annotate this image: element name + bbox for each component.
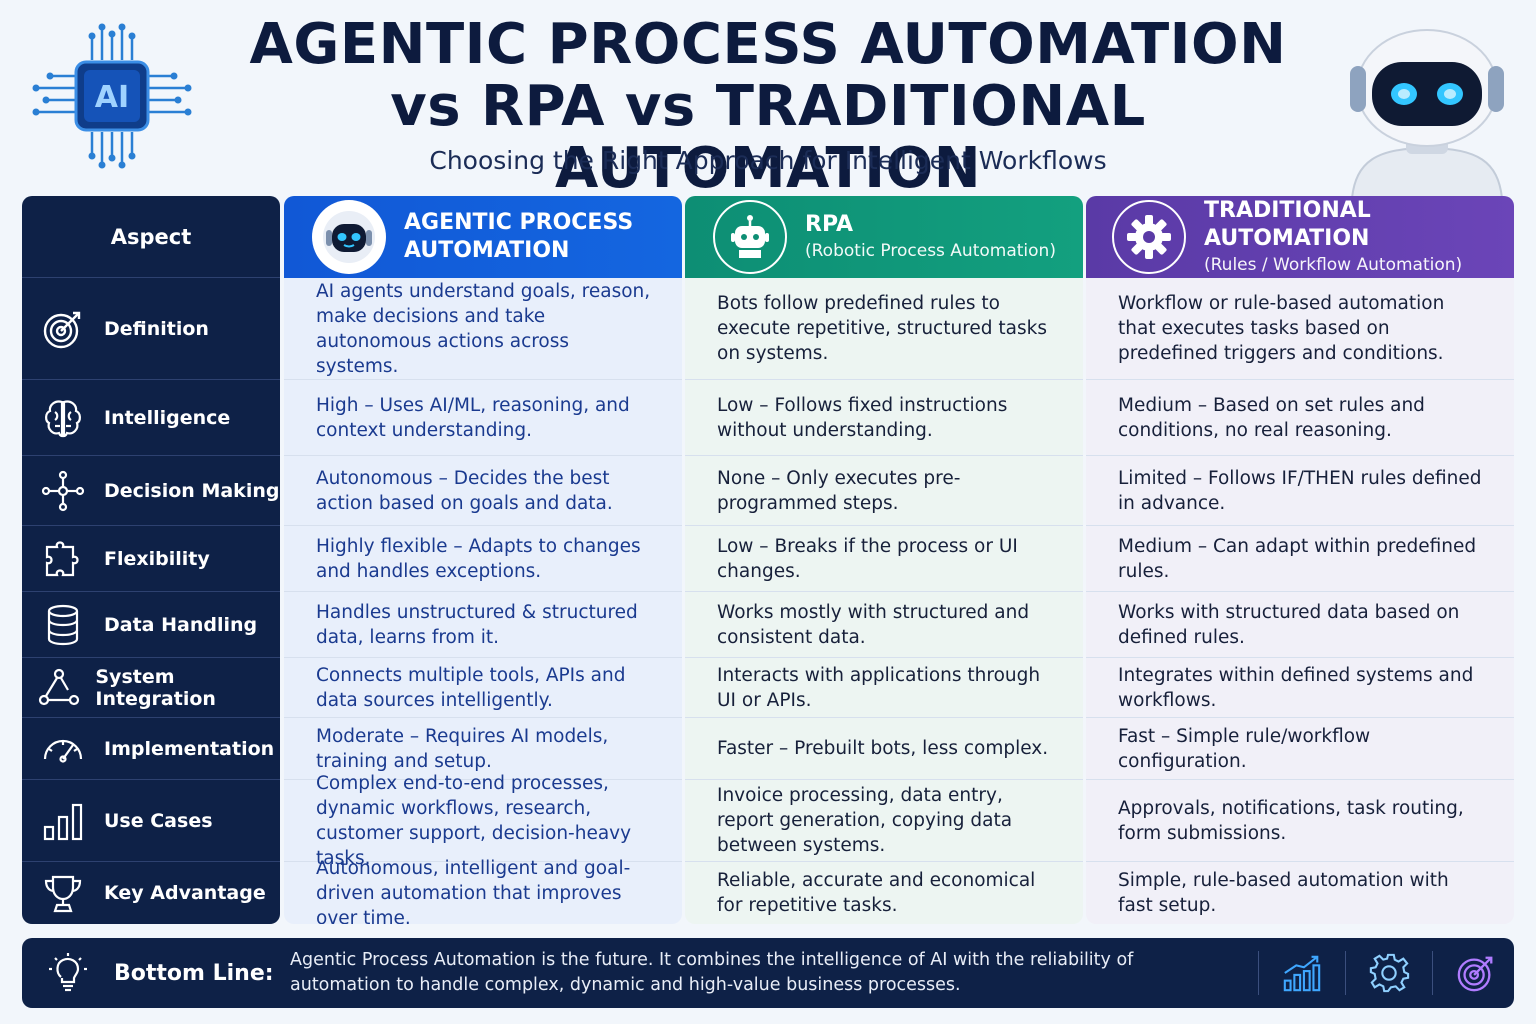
cell-rpa-definition: Bots follow predefined rules to execute … <box>685 278 1083 380</box>
database-icon <box>47 604 79 645</box>
cell-agentic-system-integration: Connects multiple tools, APIs and data s… <box>284 658 682 718</box>
cell-agentic-decision-making: Autonomous – Decides the best action bas… <box>284 456 682 526</box>
aspect-label: Use Cases <box>104 809 213 832</box>
title-line-2: vs RPA vs TRADITIONAL AUTOMATION <box>390 74 1146 201</box>
cell-traditional-decision-making: Limited – Follows IF/THEN rules defined … <box>1086 456 1514 526</box>
aspect-row-system-integration: System Integration <box>22 658 280 718</box>
traditional-title-2: (Rules / Workflow Automation) <box>1204 255 1463 275</box>
aspect-label: Implementation <box>104 737 275 760</box>
agentic-header: AGENTIC PROCESS AUTOMATION <box>284 196 682 278</box>
traditional-title-1: TRADITIONAL AUTOMATION <box>1204 198 1371 251</box>
aspect-label: System Integration <box>95 665 216 710</box>
page-title: AGENTIC PROCESS AUTOMATION vs RPA vs TRA… <box>240 14 1296 200</box>
bottom-line-banner: Bottom Line: Agentic Process Automation … <box>22 938 1514 1008</box>
aspect-label: Key Advantage <box>104 882 266 904</box>
aspect-row-key-advantage: Key Advantage <box>22 862 280 924</box>
cell-traditional-data-handling: Works with structured data based on defi… <box>1086 592 1514 658</box>
aspect-label: Definition <box>104 317 209 340</box>
aspect-label: Intelligence <box>104 406 231 429</box>
cell-agentic-data-handling: Handles unstructured & structured data, … <box>284 592 682 658</box>
robot-icon <box>323 211 375 263</box>
cell-traditional-system-integration: Integrates within defined systems and wo… <box>1086 658 1514 718</box>
cell-agentic-intelligence: High – Uses AI/ML, reasoning, and contex… <box>284 380 682 456</box>
aspect-row-use-cases: Use Cases <box>22 780 280 862</box>
cell-agentic-use-cases: Complex end-to-end processes, dynamic wo… <box>284 773 682 869</box>
growth-chart-icon <box>1283 955 1321 992</box>
lightbulb-icon <box>49 953 87 992</box>
aspect-row-implementation: Implementation <box>22 718 280 780</box>
rpa-title-1: RPA <box>805 212 854 237</box>
settings-gear-icon <box>1369 953 1410 993</box>
aspect-column: Aspect Definition Intelligence Decision … <box>22 196 280 924</box>
traditional-column: TRADITIONAL AUTOMATION (Rules / Workflow… <box>1086 196 1514 924</box>
bot-icon <box>731 215 769 258</box>
cell-agentic-definition: AI agents understand goals, reason, make… <box>284 278 682 380</box>
cell-rpa-intelligence: Low – Follows fixed instructions without… <box>685 380 1083 456</box>
goal-target-icon <box>1457 956 1493 992</box>
rpa-column: RPA (Robotic Process Automation) Bots fo… <box>685 196 1083 924</box>
cell-traditional-key-advantage: Simple, rule-based automation with fast … <box>1118 870 1449 916</box>
agentic-title-2: AUTOMATION <box>404 238 570 263</box>
aspect-row-flexibility: Flexibility <box>22 526 280 592</box>
cell-traditional-use-cases: Approvals, notifications, task routing, … <box>1086 780 1514 862</box>
bottom-line-label: Bottom Line: <box>114 960 274 986</box>
gauge-icon <box>43 739 83 763</box>
aspect-row-decision-making: Decision Making <box>22 456 280 526</box>
aspect-label: Decision Making <box>104 479 280 502</box>
aspect-label: Data Handling <box>104 613 258 636</box>
decision-nodes-icon <box>41 470 85 511</box>
rpa-title-2: (Robotic Process Automation) <box>805 241 1056 261</box>
cell-traditional-definition: Workflow or rule-based automation that e… <box>1086 278 1514 380</box>
bottom-line-text: Agentic Process Automation is the future… <box>290 950 1134 995</box>
target-icon <box>43 311 81 348</box>
page-subtitle: Choosing the Right Approach for Intellig… <box>429 146 1107 175</box>
cell-traditional-intelligence: Medium – Based on set rules and conditio… <box>1086 380 1514 456</box>
traditional-header: TRADITIONAL AUTOMATION (Rules / Workflow… <box>1086 196 1514 278</box>
comparison-table: Aspect Definition Intelligence Decision … <box>22 196 1514 926</box>
network-icon <box>38 668 79 705</box>
cell-rpa-key-advantage: Reliable, accurate and economical for re… <box>717 870 1036 916</box>
cell-traditional-flexibility: Medium – Can adapt within predefined rul… <box>1086 526 1514 592</box>
cell-traditional-implementation: Fast – Simple rule/workflow configuratio… <box>1086 718 1514 780</box>
cell-rpa-system-integration: Interacts with applications through UI o… <box>685 658 1083 718</box>
trophy-icon <box>44 875 82 913</box>
gear-icon <box>1127 215 1171 259</box>
agentic-title-1: AGENTIC PROCESS <box>404 210 634 235</box>
aspect-header: Aspect <box>22 196 280 278</box>
cell-rpa-implementation: Faster – Prebuilt bots, less complex. <box>685 718 1083 780</box>
aspect-row-intelligence: Intelligence <box>22 380 280 456</box>
robot-mascot-icon <box>1350 29 1504 198</box>
title-line-1: AGENTIC PROCESS AUTOMATION <box>249 12 1287 77</box>
ai-chip-label: AI <box>95 80 129 115</box>
agentic-column: AGENTIC PROCESS AUTOMATION AI agents und… <box>284 196 682 924</box>
puzzle-icon <box>45 540 79 576</box>
cell-rpa-decision-making: None – Only executes pre-programmed step… <box>685 456 1083 526</box>
cell-rpa-flexibility: Low – Breaks if the process or UI change… <box>685 526 1083 592</box>
aspect-label: Flexibility <box>104 547 210 570</box>
rpa-header: RPA (Robotic Process Automation) <box>685 196 1083 278</box>
aspect-row-definition: Definition <box>22 278 280 380</box>
cell-agentic-implementation: Moderate – Requires AI models, training … <box>284 718 682 780</box>
ai-chip-icon: AI <box>32 23 192 169</box>
cell-agentic-key-advantage: Autonomous, intelligent and goal-driven … <box>316 857 631 925</box>
brain-icon <box>45 399 81 437</box>
aspect-row-data-handling: Data Handling <box>22 592 280 658</box>
cell-rpa-data-handling: Works mostly with structured and consist… <box>685 592 1083 658</box>
cell-rpa-use-cases: Invoice processing, data entry, report g… <box>685 780 1083 862</box>
bar-chart-icon <box>43 803 83 840</box>
cell-agentic-flexibility: Highly flexible – Adapts to changes and … <box>284 526 682 592</box>
